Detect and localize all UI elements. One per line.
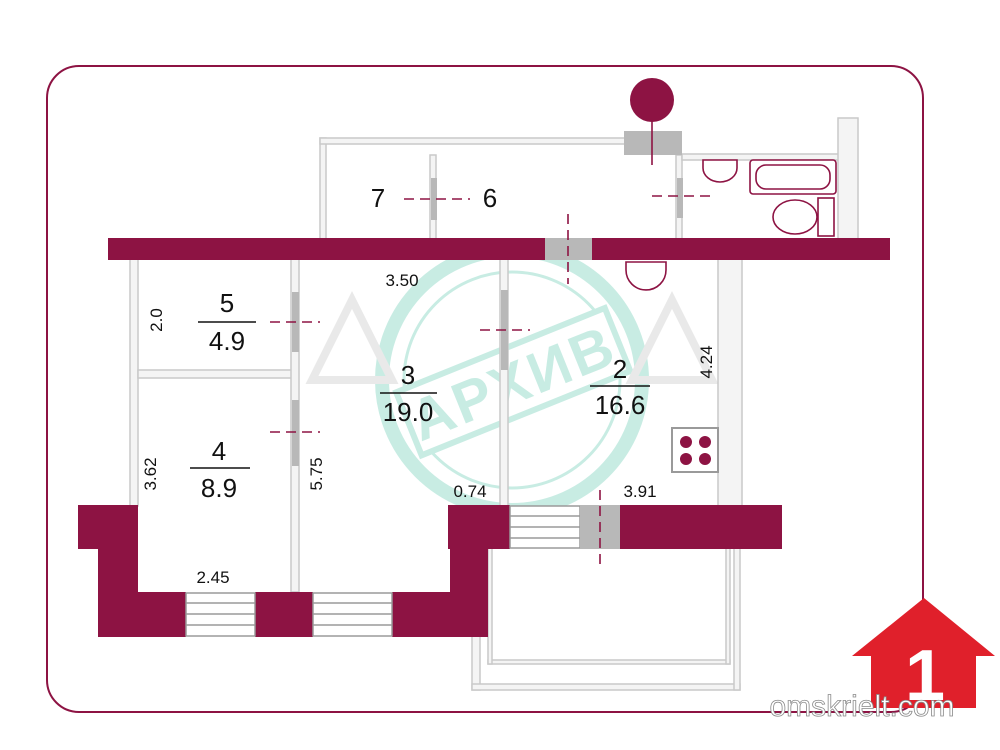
dimension-5-75: 5.75 xyxy=(307,457,326,490)
room-3-number: 3 xyxy=(401,360,415,390)
stove-icon xyxy=(671,427,719,473)
dimension-3-62: 3.62 xyxy=(141,457,160,490)
room-5-area: 4.9 xyxy=(209,326,245,356)
room-3-area: 19.0 xyxy=(383,397,434,427)
room-7-number: 7 xyxy=(371,183,385,213)
dimension-2-45: 2.45 xyxy=(196,568,229,587)
room-4-number: 4 xyxy=(212,436,226,466)
dimension-3-91: 3.91 xyxy=(623,482,656,501)
stack-riser-icon xyxy=(630,78,674,122)
room-2-number: 2 xyxy=(613,354,627,384)
windows xyxy=(185,505,581,637)
room-5-number: 5 xyxy=(220,288,234,318)
kitchen-sink-icon xyxy=(625,261,667,291)
door-markers xyxy=(270,118,714,568)
site-watermark: omskrielt.com xyxy=(769,690,954,723)
exterior-walls xyxy=(78,238,890,637)
dimension-3-50: 3.50 xyxy=(385,271,418,290)
room-2-area: 16.6 xyxy=(595,390,646,420)
dimension-0-74: 0.74 xyxy=(453,482,486,501)
dimension-2-0: 2.0 xyxy=(147,308,166,332)
company-logo: 1 xyxy=(852,598,995,716)
bathroom-fixtures xyxy=(625,159,837,291)
room-4-area: 8.9 xyxy=(201,473,237,503)
sink-icon xyxy=(702,159,738,183)
dimension-4-24: 4.24 xyxy=(697,345,716,378)
toilet-tank-icon xyxy=(817,197,835,237)
logo-digit: 1 xyxy=(905,636,945,716)
stamp-text: АРХИВ xyxy=(401,313,625,454)
room-6-number: 6 xyxy=(483,183,497,213)
plan-frame xyxy=(46,65,924,713)
toilet-icon xyxy=(772,199,818,235)
